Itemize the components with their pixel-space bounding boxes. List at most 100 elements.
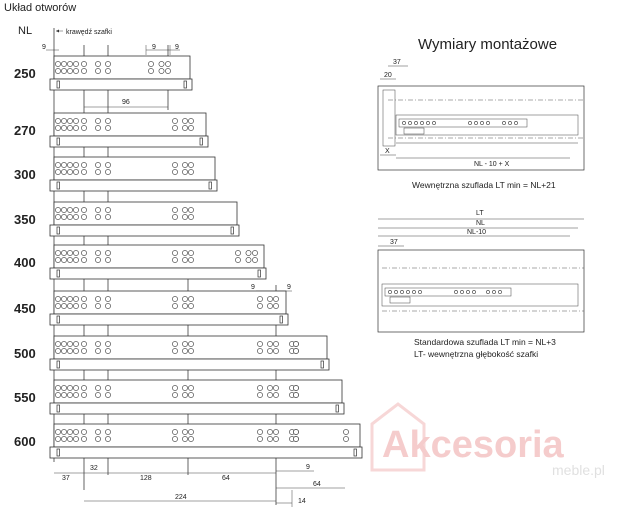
mounting-hole bbox=[95, 385, 101, 391]
dim-37-label: 37 bbox=[62, 475, 70, 482]
watermark-brand: Akcesoria bbox=[382, 424, 565, 466]
mounting-hole bbox=[172, 125, 178, 131]
rail-slot-right bbox=[320, 360, 324, 369]
mounting-hole bbox=[55, 436, 61, 442]
mounting-hole bbox=[67, 392, 73, 398]
mounting-hole bbox=[267, 385, 273, 391]
mounting-hole bbox=[67, 385, 73, 391]
mounting-hole bbox=[273, 436, 279, 442]
size-row: 270 bbox=[14, 112, 209, 148]
runner-hole bbox=[406, 290, 410, 294]
mounting-hole bbox=[182, 214, 188, 220]
mounting-hole bbox=[105, 61, 111, 67]
mounting-hole bbox=[67, 68, 73, 74]
runner-hole bbox=[492, 290, 496, 294]
mounting-hole bbox=[67, 169, 73, 175]
rail-slot-right bbox=[199, 137, 203, 146]
mounting-hole bbox=[67, 348, 73, 354]
runner-hole bbox=[486, 121, 490, 125]
rail-slot-left bbox=[56, 404, 60, 413]
mounting-hole bbox=[172, 250, 178, 256]
runner-hole bbox=[412, 290, 416, 294]
side-panel bbox=[53, 201, 238, 226]
drawer-rail bbox=[49, 224, 240, 237]
mounting-hole bbox=[293, 392, 299, 398]
d2-runner bbox=[384, 287, 512, 297]
dim-14-label: 14 bbox=[298, 498, 306, 505]
mounting-hole bbox=[61, 250, 67, 256]
mounting-hole bbox=[81, 169, 87, 175]
size-label: 300 bbox=[14, 167, 36, 182]
runner-hole bbox=[486, 290, 490, 294]
mounting-hole bbox=[81, 392, 87, 398]
runner-hole bbox=[502, 121, 506, 125]
rail-slot-left bbox=[56, 448, 60, 457]
runner-hole bbox=[460, 290, 464, 294]
mounting-hole bbox=[81, 385, 87, 391]
mounting-hole bbox=[172, 341, 178, 347]
mounting-hole bbox=[73, 385, 79, 391]
mounting-hole bbox=[81, 257, 87, 263]
mounting-hole bbox=[273, 429, 279, 435]
dim-64b-label: 64 bbox=[313, 481, 321, 488]
mounting-hole bbox=[267, 296, 273, 302]
mounting-hole bbox=[188, 341, 194, 347]
mounting-hole bbox=[55, 392, 61, 398]
size-row: 450 bbox=[14, 290, 289, 326]
rail-slot-right bbox=[183, 80, 187, 89]
mounting-hole bbox=[67, 303, 73, 309]
side-panel bbox=[53, 379, 343, 404]
mounting-hole bbox=[105, 68, 111, 74]
mounting-hole bbox=[73, 125, 79, 131]
mounting-hole bbox=[267, 303, 273, 309]
drawer-rail bbox=[49, 402, 345, 415]
mounting-hole bbox=[105, 429, 111, 435]
mounting-hole bbox=[105, 257, 111, 263]
mounting-hole bbox=[73, 429, 79, 435]
rail-slot-right bbox=[230, 226, 234, 235]
size-row: 300 bbox=[14, 156, 218, 192]
mounting-hole bbox=[273, 392, 279, 398]
d2-runner-holes bbox=[388, 290, 502, 294]
mounting-hole bbox=[293, 348, 299, 354]
d1-runner-holes bbox=[402, 121, 518, 125]
mounting-hole bbox=[257, 429, 263, 435]
row-dim-9-left: 9 bbox=[251, 284, 255, 291]
mounting-hole bbox=[67, 118, 73, 124]
runner-hole bbox=[514, 121, 518, 125]
runner-hole bbox=[414, 121, 418, 125]
mounting-hole bbox=[61, 61, 67, 67]
mounting-hole bbox=[105, 348, 111, 354]
mounting-hole bbox=[61, 392, 67, 398]
size-label: 350 bbox=[14, 212, 36, 227]
mounting-hole bbox=[182, 207, 188, 213]
size-label: 400 bbox=[14, 255, 36, 270]
hole-layout-title: Układ otworów bbox=[4, 2, 76, 14]
bottom-dimensions: 37 32 128 64 9 64 224 14 bbox=[54, 464, 345, 507]
size-row: 250 bbox=[14, 55, 193, 91]
runner-hole bbox=[426, 121, 430, 125]
size-label: 550 bbox=[14, 390, 36, 405]
diagram-standard-drawer: LT NL NL-10 37 Standardowa szuflada LT m… bbox=[377, 210, 585, 359]
mounting-hole bbox=[182, 341, 188, 347]
mounting-hole bbox=[55, 250, 61, 256]
drawer-rail bbox=[49, 179, 218, 192]
mounting-hole bbox=[172, 169, 178, 175]
mounting-hole bbox=[73, 392, 79, 398]
mounting-hole bbox=[55, 162, 61, 168]
mounting-hole bbox=[158, 61, 165, 67]
mounting-hole bbox=[105, 385, 111, 391]
mounting-hole bbox=[172, 214, 178, 220]
dim-64a-label: 64 bbox=[222, 475, 230, 482]
size-label: 250 bbox=[14, 66, 36, 81]
mounting-hole bbox=[95, 118, 101, 124]
d1-cabinet-outline bbox=[377, 85, 585, 171]
mounting-section: Wymiary montażowe 37 20 X NL - 10 + X We… bbox=[377, 36, 585, 359]
dim-96-label: 96 bbox=[122, 99, 130, 106]
mounting-hole bbox=[61, 429, 67, 435]
mounting-hole bbox=[182, 162, 188, 168]
mounting-hole bbox=[182, 436, 188, 442]
mounting-hole bbox=[105, 296, 111, 302]
mounting-hole bbox=[67, 162, 73, 168]
